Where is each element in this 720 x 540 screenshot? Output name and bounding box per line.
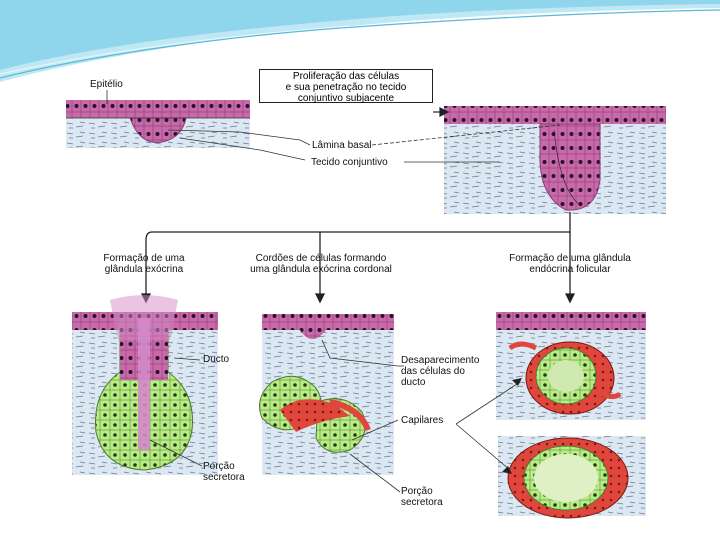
label-cordoes: Cordões de células formando uma glândula… [226, 253, 416, 275]
label-tecido-conjuntivo: Tecido conjuntivo [311, 157, 388, 168]
label-porcao-secretora-2: Porção secretora [401, 486, 443, 508]
proliferating-bud [444, 106, 666, 214]
proliferation-line-2: e sua penetração no tecido [260, 82, 432, 93]
label-capilares: Capilares [401, 415, 443, 426]
cordoes-line-1: Cordões de células formando [226, 253, 416, 264]
formacao-exocrina-line-2: glândula exócrina [84, 264, 204, 275]
proliferation-line-1: Proliferação das células [260, 71, 432, 82]
porcao-secretora-2-line-2: secretora [401, 497, 443, 508]
formacao-endocrina-line-1: Formação de uma glândula [488, 253, 652, 264]
desaparecimento-line-2: das células do [401, 366, 479, 377]
formacao-endocrina-line-2: endócrina folicular [488, 264, 652, 275]
desaparecimento-line-3: ducto [401, 377, 479, 388]
cordonal-gland [260, 314, 394, 475]
initial-epithelium [66, 100, 250, 148]
formacao-exocrina-line-1: Formação de uma [84, 253, 204, 264]
endocrine-follicular-gland [496, 312, 646, 420]
label-formacao-exocrina: Formação de uma glândula exócrina [84, 253, 204, 275]
label-lamina-basal: Lâmina basal [312, 140, 371, 151]
porcao-secretora-1-line-1: Porção [203, 461, 245, 472]
exocrine-gland [72, 295, 218, 475]
endocrine-follicle-lower [498, 436, 646, 518]
label-epitelio: Epitélio [90, 79, 123, 90]
label-formacao-endocrina: Formação de uma glândula endócrina folic… [488, 253, 652, 275]
cordoes-line-2: uma glândula exócrina cordonal [226, 264, 416, 275]
desaparecimento-line-1: Desaparecimento [401, 355, 479, 366]
label-porcao-secretora-1: Porção secretora [203, 461, 245, 483]
porcao-secretora-1-line-2: secretora [203, 472, 245, 483]
proliferation-line-3: conjuntivo subjacente [260, 93, 432, 104]
label-desaparecimento: Desaparecimento das células do ducto [401, 355, 479, 388]
label-ducto: Ducto [203, 354, 229, 365]
porcao-secretora-2-line-1: Porção [401, 486, 443, 497]
proliferation-box: Proliferação das células e sua penetraçã… [259, 69, 433, 103]
